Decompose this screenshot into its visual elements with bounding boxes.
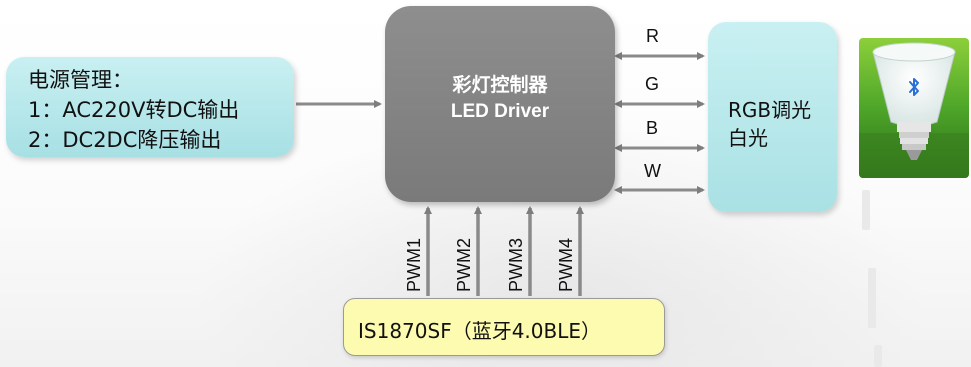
channel-label-b: B xyxy=(646,118,659,138)
bluetooth-icon xyxy=(909,78,919,96)
pwm-label-2: PWM2 xyxy=(454,238,474,292)
channel-label-w: W xyxy=(644,161,661,181)
driver-title-cn: 彩灯控制器 xyxy=(452,74,548,96)
power-management-box: 电源管理： 1：AC220V转DC输出 2：DC2DC降压输出 xyxy=(6,57,294,157)
channel-label-r: R xyxy=(646,26,659,46)
power-line-2: 2：DC2DC降压输出 xyxy=(28,128,222,152)
ble-module-box: IS1870SF（蓝牙4.0BLE） xyxy=(343,298,665,356)
power-line-1: 1：AC220V转DC输出 xyxy=(28,98,240,122)
driver-title-en: LED Driver xyxy=(450,101,550,122)
road-stripe xyxy=(868,268,876,328)
pwm-label-4: PWM4 xyxy=(556,238,576,292)
rgb-dimming-label: RGB调光 xyxy=(728,98,812,122)
road-stripe xyxy=(862,190,870,230)
led-driver-box: 彩灯控制器 LED Driver xyxy=(385,6,615,202)
pwm-label-1: PWM1 xyxy=(404,238,424,292)
power-title: 电源管理： xyxy=(28,68,133,92)
rgb-output-box: RGB调光 白光 xyxy=(708,22,837,212)
smart-bulb-image xyxy=(859,38,969,178)
road-stripe xyxy=(874,345,882,367)
ble-module-label: IS1870SF（蓝牙4.0BLE） xyxy=(358,319,601,343)
pwm-label-3: PWM3 xyxy=(506,238,526,292)
channel-label-g: G xyxy=(645,74,660,94)
white-light-label: 白光 xyxy=(728,126,768,150)
